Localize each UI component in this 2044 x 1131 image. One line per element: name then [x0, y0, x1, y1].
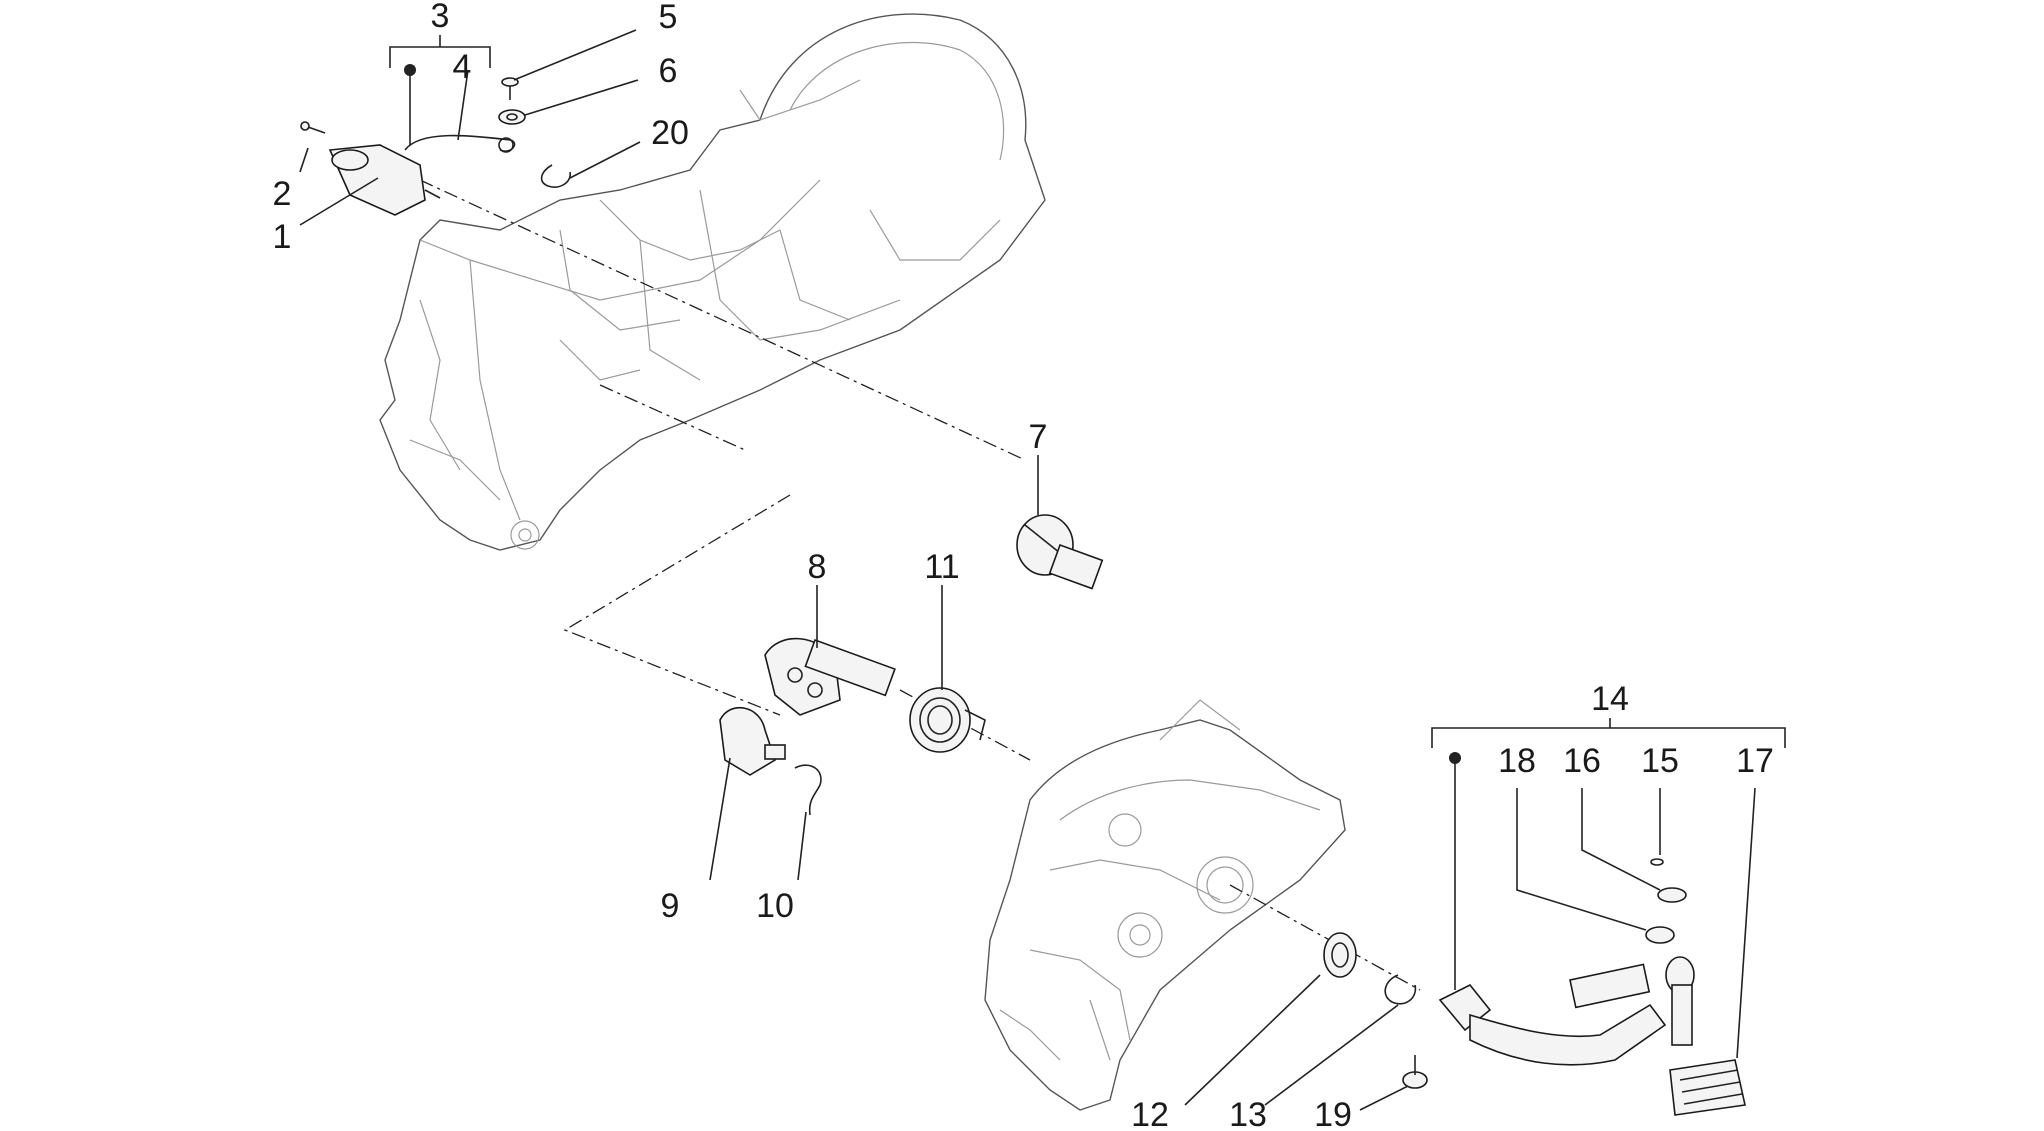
- callout-13: 13: [1229, 1096, 1267, 1131]
- callout-14: 14: [1591, 680, 1629, 718]
- return-spring: [909, 687, 986, 753]
- callout-20: 20: [651, 114, 689, 152]
- callout-labels: 1 2 3 4 5 6 20 7 8 11 9 10 14 18 16 15 1…: [273, 0, 1774, 1131]
- callout-12: 12: [1131, 1096, 1169, 1131]
- callout-9: 9: [661, 887, 680, 925]
- kick-starter-lever: [1438, 956, 1695, 1066]
- callout-11: 11: [924, 548, 959, 586]
- bracket-group-3: [389, 35, 491, 145]
- callout-7: 7: [1029, 418, 1048, 456]
- callout-5: 5: [659, 0, 678, 36]
- callout-8: 8: [808, 548, 827, 586]
- snap-ring: [1384, 974, 1417, 1005]
- callout-6: 6: [659, 52, 678, 90]
- transmission-cover: [984, 699, 1346, 1111]
- kick-starter-shaft: [764, 637, 896, 716]
- bracket-group-14: [1431, 718, 1786, 990]
- callout-3: 3: [431, 0, 450, 35]
- lever-bolt: [1402, 1055, 1428, 1089]
- circlip: [540, 164, 571, 188]
- screw-and-washer: [498, 77, 526, 125]
- callout-10: 10: [756, 887, 794, 925]
- starter-motor: [328, 134, 516, 216]
- small-screw: [300, 121, 326, 134]
- callout-4: 4: [453, 48, 472, 86]
- callout-19: 19: [1314, 1096, 1352, 1131]
- callout-17: 17: [1736, 742, 1774, 780]
- callout-16: 16: [1563, 742, 1601, 780]
- pedal-rubber: [1669, 1059, 1746, 1116]
- oil-seal: [1323, 932, 1357, 978]
- callout-18: 18: [1498, 742, 1536, 780]
- leader-lines: [299, 29, 1756, 1111]
- callout-2: 2: [273, 175, 292, 213]
- callout-1: 1: [273, 218, 292, 256]
- kick-starter-pinion: [1016, 514, 1104, 590]
- spring-clip: [794, 764, 822, 816]
- crankcase-housing: [379, 13, 1046, 551]
- lever-washers: [1645, 858, 1687, 944]
- callout-15: 15: [1641, 742, 1679, 780]
- driven-gear: [719, 706, 786, 776]
